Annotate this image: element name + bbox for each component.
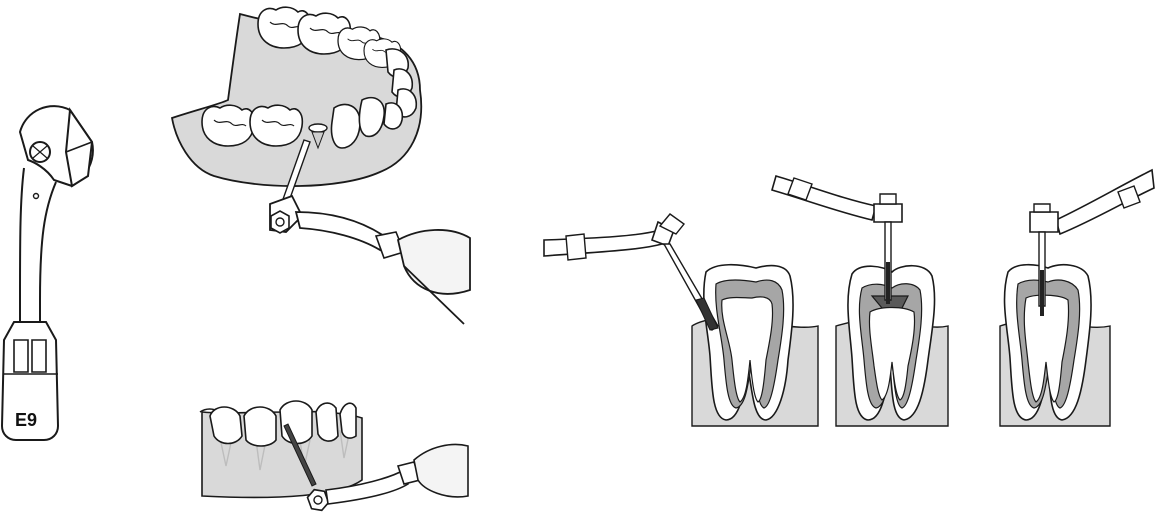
scaler-tip-icon: E9	[2, 106, 93, 440]
upper-arch-scaling-icon	[172, 7, 470, 324]
root-canal-step-1	[544, 214, 818, 426]
tip-model-label: E9	[15, 410, 37, 430]
root-canal-step-3	[1000, 170, 1154, 426]
lower-arch-scaling-icon	[200, 401, 468, 513]
